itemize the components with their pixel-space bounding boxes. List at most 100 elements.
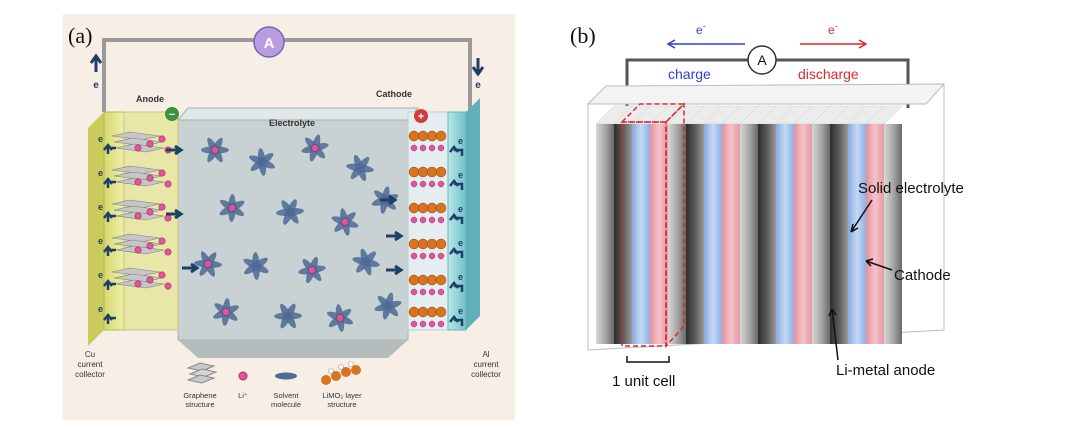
li-ion <box>410 252 418 260</box>
limo2-atom <box>426 274 438 286</box>
li-ion <box>158 203 166 211</box>
legend: Graphene structure Li⁺ Solvent molecule … <box>183 361 362 409</box>
cathode-layer <box>722 124 740 344</box>
graphene-stack <box>111 131 172 290</box>
cathode-layer <box>866 124 884 344</box>
legend-graphene-line: structure <box>185 400 214 409</box>
cathode-callout-label: Cathode <box>894 267 951 284</box>
charge-electron-label: e- <box>696 21 706 37</box>
li-ion <box>222 308 230 316</box>
cathode-layer <box>650 124 668 344</box>
li-ion <box>428 216 436 224</box>
electron-symbol: e <box>98 168 103 178</box>
li-ion <box>437 288 445 296</box>
anode-layer <box>686 124 704 344</box>
li-ion <box>158 169 166 177</box>
electron-symbol: e <box>98 202 103 212</box>
limo2-atom <box>435 238 447 250</box>
electron-symbol: e <box>98 134 103 144</box>
electron-symbol: e <box>458 306 463 316</box>
cu-caption-line: Cu <box>85 350 95 359</box>
li-ion <box>228 204 236 212</box>
electron-arrow <box>103 210 116 222</box>
li-ion <box>164 282 172 290</box>
li-ion <box>437 144 445 152</box>
al-caption-line: current <box>474 360 500 369</box>
cathode-current-collector <box>447 111 467 331</box>
solvent-molecule <box>244 257 268 275</box>
charge-arrow-icon <box>666 39 745 49</box>
li-ion <box>164 248 172 256</box>
electrolyte-layer <box>704 124 722 344</box>
anode-collector-side <box>88 112 104 346</box>
anode-layer <box>830 124 848 344</box>
electron-symbol: e <box>458 204 463 214</box>
limo2-stack <box>408 130 447 328</box>
ion-flow-arrows <box>166 144 404 276</box>
electron-arrow <box>449 246 464 258</box>
al-collector-caption: Al current collector <box>471 350 501 379</box>
li-ion <box>419 180 427 188</box>
solvent-molecule <box>250 153 274 171</box>
ion-flow-arrow <box>386 264 404 276</box>
limo2-atom <box>435 130 447 142</box>
legend-limo2-line: structure <box>327 400 356 409</box>
li-ion <box>437 180 445 188</box>
limo2-atom <box>408 130 420 142</box>
li-ion <box>308 266 316 274</box>
current-collector-layer <box>668 124 686 344</box>
li-ion <box>428 144 436 152</box>
limo2-atom <box>417 130 429 142</box>
li-ion <box>336 314 344 322</box>
electron-arrow <box>103 312 116 324</box>
anode-negative-sign-icon <box>165 107 179 121</box>
limo2-atom <box>417 238 429 250</box>
electron-up-arrow-icon <box>89 53 103 72</box>
cathode-label: Cathode <box>376 89 412 99</box>
li-ion <box>134 144 142 152</box>
electron-arrow <box>103 176 116 188</box>
electrolyte-layer <box>848 124 866 344</box>
cathode-layer <box>794 124 812 344</box>
electron-symbol: e <box>458 136 463 146</box>
li-ion <box>437 252 445 260</box>
current-collector-layer <box>596 124 614 344</box>
limo2-atom <box>435 274 447 286</box>
electron-symbol: e <box>458 170 463 180</box>
current-collector-layer <box>812 124 830 344</box>
limo2-atom <box>408 306 420 318</box>
ion-flow-arrow <box>166 208 184 220</box>
li-ion <box>419 288 427 296</box>
li-ion <box>164 180 172 188</box>
solvent-molecules <box>194 134 402 332</box>
li-ion <box>410 144 418 152</box>
limo2-atom <box>417 166 429 178</box>
li-ion <box>341 218 349 226</box>
li-ion <box>428 252 436 260</box>
li-ion <box>311 144 319 152</box>
ammeter-icon <box>253 26 285 58</box>
electrolyte-layer <box>632 124 650 344</box>
solid-electrolyte-pointer-icon <box>850 199 873 233</box>
discharge-label: discharge <box>798 66 859 82</box>
legend-solvent-line: Solvent <box>273 391 299 400</box>
unit-cell-box <box>620 102 686 348</box>
electrolyte-layer <box>776 124 794 344</box>
discharge-arrow-icon <box>800 39 868 49</box>
cathode-sign: + <box>418 111 424 123</box>
li-ion <box>204 260 212 268</box>
limo2-atom <box>417 306 429 318</box>
cu-caption-line: collector <box>75 370 105 379</box>
li-ion <box>410 320 418 328</box>
electron-left-label: e <box>93 80 99 91</box>
anode-layer <box>758 124 776 344</box>
cu-caption-line: current <box>78 360 104 369</box>
cathode-positive-sign-icon <box>414 109 428 123</box>
li-ion <box>146 140 154 148</box>
li-ion <box>146 208 154 216</box>
legend-graphene-line: Graphene <box>183 391 216 400</box>
electron-symbol: e <box>98 236 103 246</box>
li-ion <box>158 237 166 245</box>
